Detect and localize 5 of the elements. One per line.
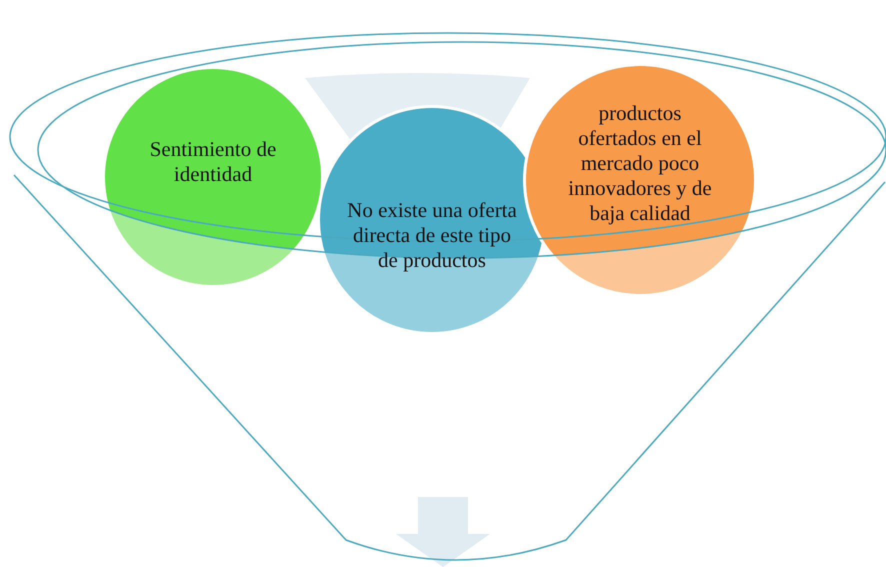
circle-node: [523, 63, 757, 297]
node-text: Sentimiento de identidad: [148, 137, 278, 187]
circle-node: [102, 66, 324, 288]
node-text: productos ofertados en el mercado poco innovadores y de baja calidad: [567, 100, 713, 226]
node-text: No existe una oferta directa de este tipo de productos: [347, 198, 517, 272]
